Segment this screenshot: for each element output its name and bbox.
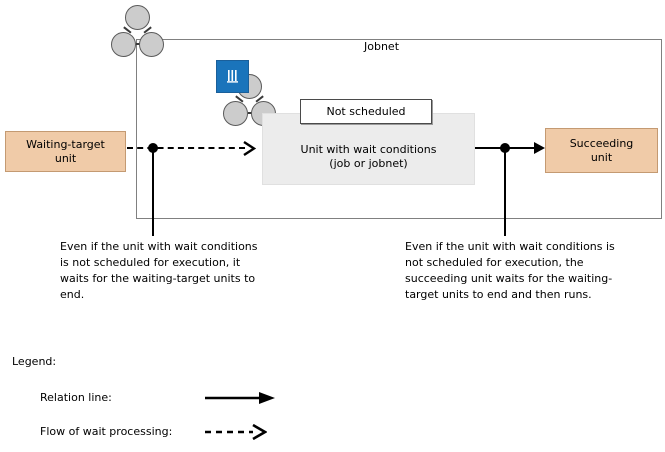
- wait-flow-chevron-icon: [243, 141, 256, 156]
- jobnet-icon-link: [248, 112, 252, 114]
- wait-conditions-unit-label-line1: Unit with wait conditions: [300, 143, 437, 156]
- wait-flow-dashed-line: [127, 147, 245, 149]
- legend-sample-relation-line: [205, 390, 275, 409]
- jobnet-icon-circle: [223, 101, 248, 126]
- jobnet-icon: [110, 5, 166, 61]
- jobnet-icon-circle: [139, 32, 164, 57]
- legend-label-wait-flow: Flow of wait processing:: [40, 425, 173, 438]
- wait-pause-icon: [216, 60, 249, 93]
- left-leader-line: [152, 148, 154, 236]
- jobnet-icon-circle: [111, 32, 136, 57]
- jobnet-icon-circle: [125, 5, 150, 30]
- right-annotation-text: Even if the unit with wait conditions is…: [405, 240, 615, 301]
- jobnet-container: [136, 39, 662, 219]
- jobnet-icon-link: [136, 43, 140, 45]
- legend-sample-wait-flow: [205, 423, 268, 444]
- legend-title: Legend:: [12, 355, 57, 368]
- not-scheduled-callout: Not scheduled: [300, 99, 432, 124]
- waiting-target-unit-label-line2: unit: [54, 151, 77, 165]
- relation-arrow-head-icon: [534, 142, 545, 154]
- succeeding-unit-box: Succeeding unit: [545, 128, 658, 173]
- jobnet-label: Jobnet: [364, 40, 400, 53]
- succeeding-unit-label-line1: Succeeding: [569, 136, 634, 150]
- waiting-target-unit-label-line1: Waiting-target: [26, 137, 105, 151]
- wait-conditions-unit-label-line2: (job or jobnet): [329, 157, 408, 170]
- waiting-target-unit-box: Waiting-target unit: [5, 131, 126, 172]
- right-leader-line: [504, 148, 506, 236]
- left-annotation-text: Even if the unit with wait conditions is…: [60, 240, 258, 301]
- legend-label-relation-line: Relation line:: [40, 391, 112, 404]
- succeeding-unit-label-line2: unit: [590, 150, 613, 164]
